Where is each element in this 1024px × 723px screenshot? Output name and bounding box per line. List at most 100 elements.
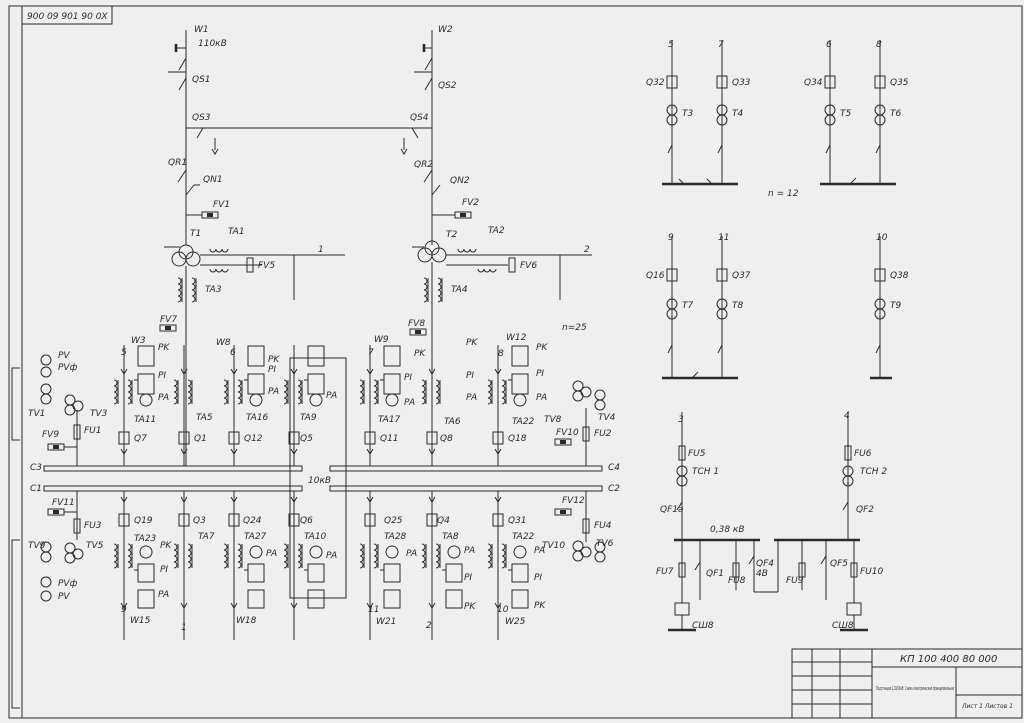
load2-label: СШ8: [832, 621, 854, 631]
pa-label-1: PA: [158, 393, 169, 403]
qs3-label: QS3: [192, 113, 211, 123]
fu9-label: FU9: [786, 576, 804, 586]
q32-label: Q32: [646, 78, 665, 88]
upper-feeders: [113, 345, 529, 466]
sheet-frame: [8, 5, 1023, 719]
n12-label: n = 12: [768, 189, 799, 199]
q3-label: Q3: [193, 516, 206, 526]
ta27-label: TA27: [244, 532, 267, 542]
fv12-label: FV12: [562, 496, 585, 506]
c4-label: C4: [608, 463, 620, 473]
ta2-label: TA2: [488, 226, 505, 236]
pk-label-7: PK: [160, 541, 172, 551]
fu8-label: FU8: [728, 576, 746, 586]
pi-label-7: PI: [160, 565, 168, 575]
num-3-label: 3: [678, 415, 684, 425]
q5-label: Q5: [300, 434, 313, 444]
num-1-label: 1: [318, 245, 324, 255]
ta22-label-bottom: TA22: [512, 532, 535, 542]
w21-label: W21: [376, 617, 396, 627]
title-block: КП 100 400 80 000 Подстанция 110/10кВ. С…: [791, 648, 1023, 719]
t9-label: T9: [890, 301, 901, 311]
stamp-box: [21, 5, 113, 25]
pa-label-11: PA: [464, 546, 475, 556]
pa-label-12: PA: [534, 546, 545, 556]
c3-label: C3: [30, 463, 42, 473]
w8-label: W8: [216, 338, 231, 348]
num-7-label: 7: [368, 348, 374, 358]
pi-label-1: PI: [158, 371, 166, 381]
pa-label-10: PA: [406, 549, 417, 559]
pk-label-11: PK: [464, 602, 476, 612]
pk-label-4: PK: [414, 349, 426, 359]
ta9-label: TA9: [300, 413, 317, 423]
ta7-label: TA7: [198, 532, 215, 542]
t4-label: T4: [732, 109, 743, 119]
pa-label-3: PA: [326, 391, 337, 401]
fv1-label: FV1: [213, 200, 230, 210]
ta16-label: TA16: [246, 413, 269, 423]
t3-label: T3: [682, 109, 693, 119]
q7-label: Q7: [134, 434, 147, 444]
ta4-label: TA4: [451, 285, 468, 295]
ta5-label: TA5: [196, 413, 213, 423]
ta23-label: TA23: [134, 534, 157, 544]
pa-label-9: PA: [326, 551, 337, 561]
tsn2-label: ТСН 2: [860, 467, 887, 477]
fv10-label: FV10: [556, 428, 579, 438]
left-brackets: [11, 367, 20, 709]
qf2-label: QF2: [856, 505, 874, 515]
ta17-label: TA17: [378, 415, 401, 425]
qf1-label: QF1: [706, 569, 724, 579]
fu4-label: FU4: [594, 521, 612, 531]
fv9-label: FV9: [42, 430, 59, 440]
num-4-label: 4: [844, 411, 850, 421]
vt-right: TV8 TV4 FU2 FV10 FU4 FV12 TV10 TV6: [542, 380, 616, 563]
tv10-label: TV10: [542, 541, 565, 551]
num-10-aux: 10: [876, 233, 888, 243]
pi-label-4: PI: [404, 373, 412, 383]
pa-label-4: PA: [404, 398, 415, 408]
t6-label: T6: [890, 109, 901, 119]
aux-transformers: 5 7 Q32 Q33 T3 T4 6 8 Q34 Q35 T5 T6 n = …: [646, 40, 909, 380]
pk-label-5: PK: [466, 338, 478, 348]
pvf-label-top: PVф: [58, 363, 78, 373]
lower-feeder-labels: Q19 TA23 PK PI PA 9 W15 Q3 TA7 1 Q24 TA2…: [121, 516, 546, 633]
tv8-label: TV8: [544, 415, 562, 425]
w18-label: W18: [236, 616, 257, 626]
qr1-label: QR1: [168, 158, 187, 168]
pa-label-6: PA: [536, 393, 547, 403]
hv-section: W1 110кВ QS1 QS3 QR1 QN1 FV1 T1 TA1 FV5 …: [164, 25, 592, 330]
q33-label: Q33: [732, 78, 751, 88]
num-5-label: 5: [121, 348, 127, 358]
pk-label-12: PK: [534, 601, 546, 611]
ta6-label: TA6: [444, 417, 461, 427]
qn2-label: QN2: [450, 176, 470, 186]
vt-left: PV PVф TV1 TV3 FU1 FV9 FU3 FV11 TV5 TV9 …: [28, 351, 108, 602]
pi-label-11: PI: [464, 573, 472, 583]
load1-label: СШ8: [692, 621, 714, 631]
t5-label: T5: [840, 109, 851, 119]
t2-label: T2: [446, 230, 457, 240]
pi-label-6: PI: [536, 369, 544, 379]
fu6-label: FU6: [854, 449, 872, 459]
qf5-label: QF5: [830, 559, 848, 569]
fu5-label: FU5: [688, 449, 706, 459]
ta8-label: TA8: [442, 532, 459, 542]
stamp-code: 900 09 901 90 0X: [27, 12, 108, 22]
num-11-label: 11: [368, 605, 379, 615]
station-service: 3 FU5 ТСН 1 QF1a 4 FU6 ТСН 2 QF2 0,38 кВ…: [656, 411, 887, 632]
pa-label-5: PA: [466, 393, 477, 403]
ta10-label: TA10: [304, 532, 327, 542]
fu1-label: FU1: [84, 426, 102, 436]
fu3-label: FU3: [84, 521, 102, 531]
pi-label-2: PI: [268, 365, 276, 375]
num-8-aux: 8: [876, 40, 882, 50]
t1-label: T1: [190, 229, 201, 239]
q24-label: Q24: [243, 516, 262, 526]
num-8-label: 8: [498, 349, 504, 359]
pk-label-6: PK: [536, 343, 548, 353]
q34-label: Q34: [804, 78, 823, 88]
c1-label: C1: [30, 484, 42, 494]
